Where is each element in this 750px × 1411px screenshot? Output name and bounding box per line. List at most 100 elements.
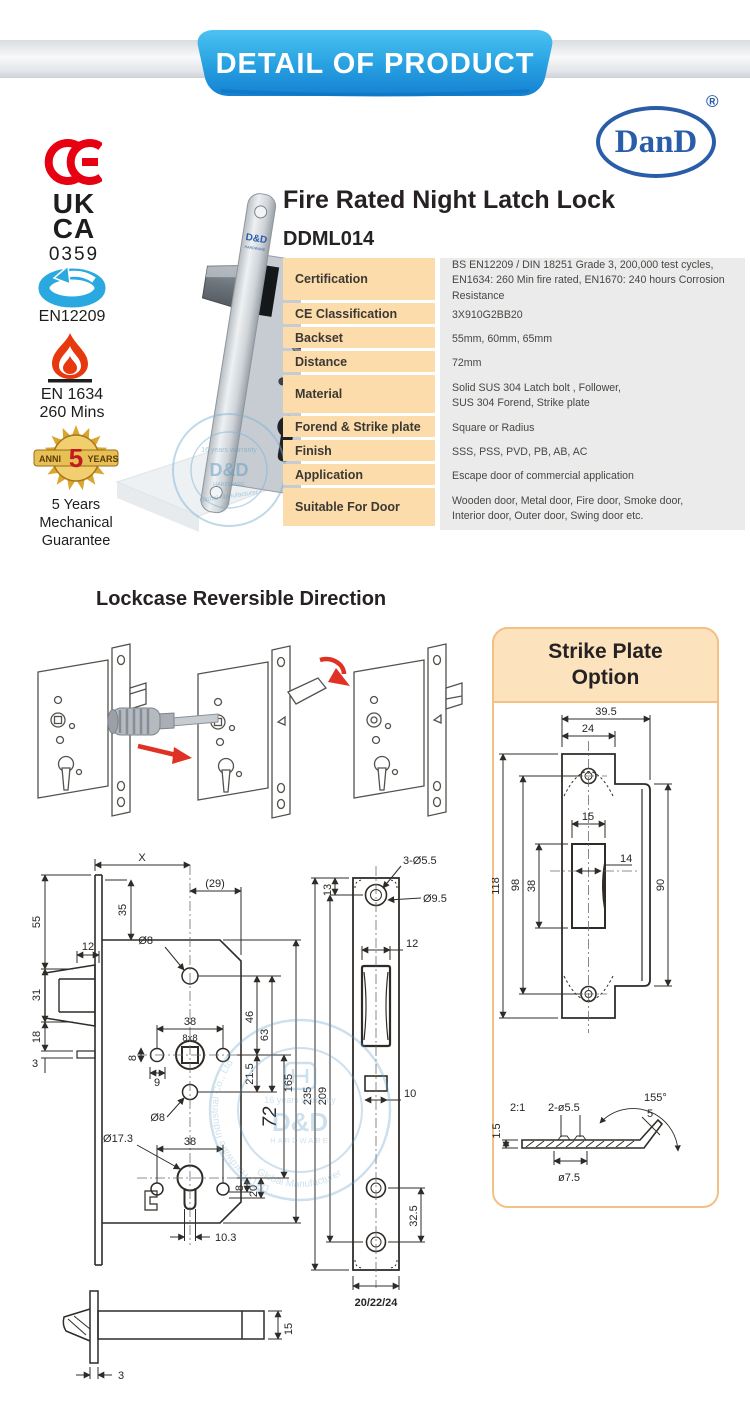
dim-12-fp: 12 bbox=[406, 938, 418, 950]
forend-screw-top bbox=[254, 205, 268, 219]
dim-209: 209 bbox=[317, 1087, 329, 1105]
watermark-sub: HARDWARE bbox=[213, 482, 245, 488]
fire-rated-icon bbox=[48, 333, 92, 383]
dim-14: 14 bbox=[620, 853, 632, 865]
dim-118: 118 bbox=[492, 877, 502, 895]
en12209-label: EN12209 bbox=[38, 308, 106, 325]
dim-38: 38 bbox=[526, 880, 538, 892]
radius-option-arc-top bbox=[563, 771, 614, 797]
dim-29: (29) bbox=[205, 878, 225, 890]
dim-32-5: 32.5 bbox=[408, 1205, 420, 1226]
watermark-brand: D&D bbox=[210, 460, 249, 480]
dim-8-right: 8 bbox=[234, 1185, 246, 1191]
latch-bolt-front bbox=[44, 964, 96, 1027]
ukca-mark: UK CA bbox=[30, 190, 118, 244]
watermark-brand-2: D&D bbox=[272, 1107, 328, 1137]
spec-value: Solid SUS 304 Latch bolt , Follower, SUS… bbox=[440, 375, 745, 417]
dim-165: 165 bbox=[283, 1074, 295, 1092]
en1634-label: EN 1634 bbox=[40, 386, 104, 403]
badge-right-text: YEARS bbox=[87, 454, 118, 464]
watermark-warranty: 16 years warranty bbox=[201, 447, 257, 454]
spec-label: CE Classification bbox=[283, 303, 435, 324]
dim-46: 46 bbox=[244, 1011, 256, 1023]
dim-2xdia5-5: 2-ø5.5 bbox=[548, 1102, 580, 1114]
spec-value: BS EN12209 / DIN 18251 Grade 3, 200,000 … bbox=[440, 258, 745, 304]
ce-mark-icon bbox=[44, 139, 102, 185]
dim-39-5: 39.5 bbox=[595, 706, 616, 718]
spec-value: 3X910G2BB20 bbox=[440, 303, 745, 328]
en12209-icon bbox=[38, 264, 106, 308]
banner-ribbon bbox=[197, 30, 553, 97]
lock-body-outline bbox=[102, 939, 242, 1224]
dim-8-left: 8 bbox=[127, 1055, 139, 1061]
table-row: Suitable For Door Wooden door, Metal doo… bbox=[283, 488, 745, 530]
dim-31: 31 bbox=[31, 989, 43, 1001]
dim-38-top: 38 bbox=[184, 1016, 196, 1028]
drawing-watermark: D&D Hardware Industrial Co., Ltd 16 year… bbox=[208, 1018, 392, 1202]
dim-235: 235 bbox=[303, 1087, 314, 1105]
spec-value: Wooden door, Metal door, Fire door, Smok… bbox=[440, 488, 745, 530]
spec-value: 55mm, 60mm, 65mm bbox=[440, 327, 745, 352]
latch-opening bbox=[360, 964, 392, 1048]
latch-cutout bbox=[571, 843, 606, 929]
dim-x: X bbox=[138, 852, 146, 864]
dim-3-side: 3 bbox=[118, 1370, 124, 1382]
table-row: Certification BS EN12209 / DIN 18251 Gra… bbox=[283, 258, 745, 304]
spec-label: Suitable For Door bbox=[283, 488, 435, 526]
forend-screw-bottom bbox=[209, 485, 223, 499]
dim-5: 5 bbox=[647, 1108, 653, 1120]
dim-18: 18 bbox=[31, 1031, 43, 1043]
table-row: Application Escape door of commercial ap… bbox=[283, 464, 745, 489]
dim-63: 63 bbox=[259, 1029, 271, 1041]
dim-dia7-5: ø7.5 bbox=[558, 1172, 580, 1184]
latch-flipped bbox=[287, 677, 327, 705]
guarantee-caption: 5 Years Mechanical Guarantee bbox=[39, 497, 113, 550]
lockcase-section-heading: Lockcase Reversible Direction bbox=[96, 588, 387, 610]
lockcase-dimension-drawing: X (29) 35 55 12 31 18 3 Ø8 38 8x8 8 9 Ø8… bbox=[31, 852, 301, 1266]
lockcase-diagram-3 bbox=[353, 643, 463, 817]
ribbon-band bbox=[197, 30, 553, 96]
faceplate-brand: D&D bbox=[245, 232, 268, 246]
dim-15: 15 bbox=[582, 811, 594, 823]
stop-pin bbox=[76, 1050, 96, 1059]
product-photo: D&D HARDWARE 16 years warranty D&D HARDW… bbox=[115, 193, 301, 532]
table-row: Material Solid SUS 304 Latch bolt , Foll… bbox=[283, 375, 745, 417]
screwdriver bbox=[107, 707, 219, 736]
spec-label: Certification bbox=[283, 258, 435, 300]
dim-98: 98 bbox=[510, 879, 522, 891]
red-arrow-straight-head bbox=[172, 747, 192, 764]
spec-value: Escape door of commercial application bbox=[440, 464, 745, 489]
dim-15-side: 15 bbox=[283, 1323, 295, 1335]
cross-section bbox=[502, 1108, 681, 1165]
table-row: Distance 72mm bbox=[283, 351, 745, 376]
strike-plate-drawing: 39.5 24 15 38 98 118 90 14 2:1 155° 5 1.… bbox=[492, 706, 681, 1184]
product-model: DDML014 bbox=[283, 228, 375, 250]
dim-9: 9 bbox=[154, 1077, 160, 1089]
lockcase-reversible-diagrams bbox=[37, 643, 463, 819]
strike-plate-outline bbox=[561, 753, 651, 1019]
section-scale: 2:1 bbox=[510, 1102, 525, 1114]
spec-label: Forend & Strike plate bbox=[283, 416, 435, 437]
dim-24: 24 bbox=[582, 723, 594, 735]
red-arrow-straight bbox=[137, 743, 177, 758]
dim-8x8: 8x8 bbox=[182, 1033, 197, 1044]
dim-38-bot: 38 bbox=[184, 1136, 196, 1148]
spec-table: Certification BS EN12209 / DIN 18251 Gra… bbox=[283, 258, 745, 530]
dim-dia8-bot: Ø8 bbox=[150, 1112, 165, 1124]
dim-21-5: 21.5 bbox=[244, 1063, 256, 1084]
latch-slot bbox=[258, 265, 280, 317]
dim-3xdia5-5: 3-Ø5.5 bbox=[403, 855, 437, 867]
hook-cutout bbox=[144, 1190, 158, 1211]
spec-value: SSS, PSS, PVD, PB, AB, AC bbox=[440, 440, 745, 465]
brand-logo: DanD bbox=[596, 106, 716, 178]
watermark-sub-2: HARDWARE bbox=[270, 1136, 329, 1145]
ukca-line2: CA bbox=[52, 212, 96, 244]
faceplate-dimension-drawing: 13 3-Ø5.5 Ø9.5 12 10 235 209 32.5 20/22/… bbox=[303, 855, 447, 1309]
badge-number: 5 bbox=[69, 443, 83, 473]
product-title: Fire Rated Night Latch Lock bbox=[283, 186, 615, 214]
table-row: Backset 55mm, 60mm, 65mm bbox=[283, 327, 745, 352]
table-row: Forend & Strike plate Square or Radius bbox=[283, 416, 745, 441]
dim-72: 72 bbox=[260, 1106, 281, 1128]
display-base-front bbox=[117, 482, 199, 532]
